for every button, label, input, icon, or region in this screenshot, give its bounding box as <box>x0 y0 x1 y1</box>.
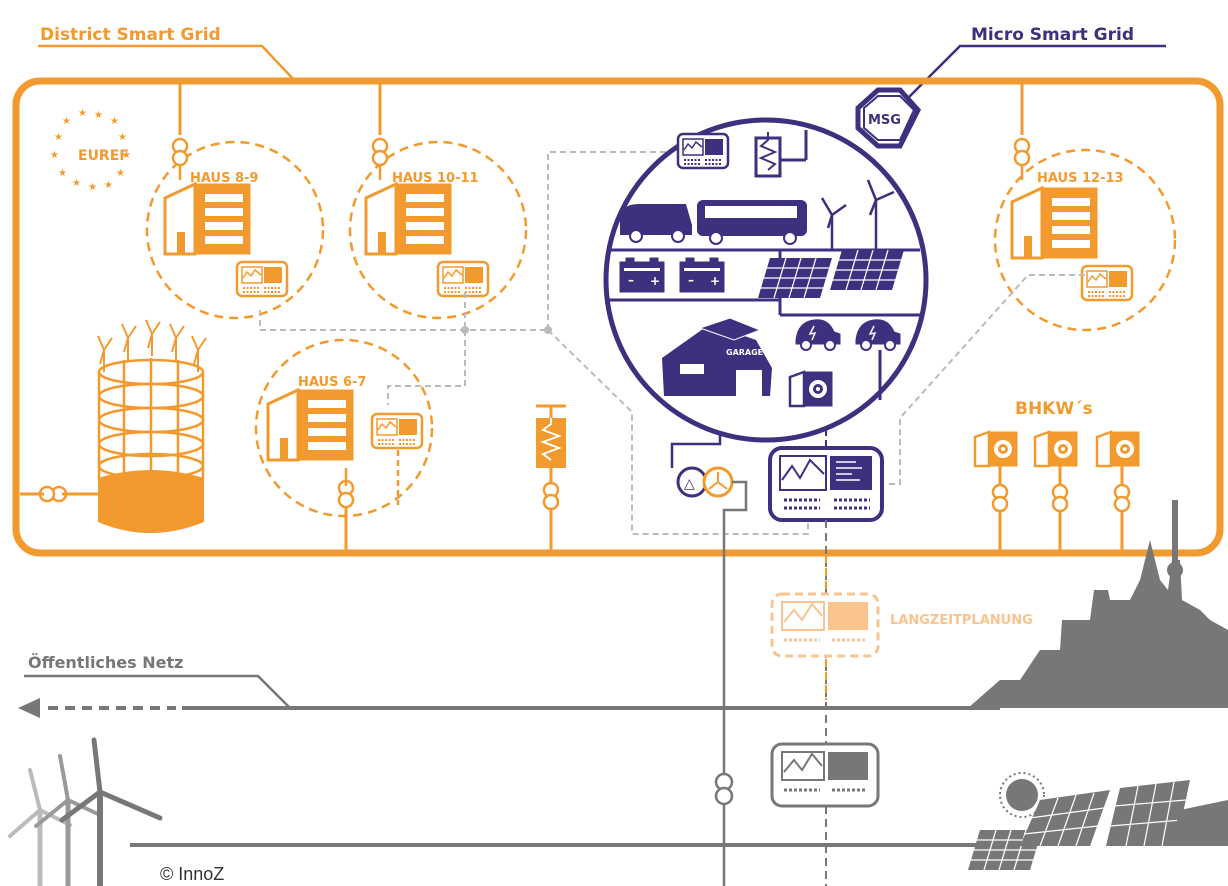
haus-10-11: HAUS 10-11 <box>348 84 528 320</box>
svg-text:District Smart Grid: District Smart Grid <box>40 25 221 45</box>
svg-text:HAUS 6-7: HAUS 6-7 <box>298 375 366 390</box>
svg-text:★: ★ <box>94 110 103 121</box>
solar-field-icon <box>967 780 1228 871</box>
haus-8-9-monitor-icon <box>235 260 289 298</box>
msg-wind-icon <box>820 179 895 250</box>
svg-text:Öffentliches Netz: Öffentliches Netz <box>28 653 183 672</box>
bus-icon <box>697 200 807 245</box>
svg-text:★: ★ <box>72 178 81 189</box>
msg-monitor-icon <box>676 132 730 170</box>
communication-lines <box>259 151 1085 535</box>
svg-text:LANGZEITPLANUNG: LANGZEITPLANUNG <box>890 613 1033 628</box>
battery-icon <box>679 257 725 293</box>
svg-text:△: △ <box>684 476 695 492</box>
svg-text:★: ★ <box>118 132 127 143</box>
svg-text:★: ★ <box>50 150 59 161</box>
gas-storage-icon <box>20 319 207 533</box>
sun-icon <box>999 772 1045 818</box>
svg-text:HAUS 12-13: HAUS 12-13 <box>1037 171 1124 186</box>
copyright: © InnoZ <box>160 864 224 884</box>
svg-text:★: ★ <box>88 182 97 193</box>
svg-text:★: ★ <box>116 168 125 179</box>
main-control-monitor-icon <box>768 446 884 522</box>
haus-6-7-monitor-icon <box>370 412 424 450</box>
garage-icon: GARAGE <box>662 317 772 396</box>
svg-text:★: ★ <box>78 108 87 119</box>
svg-text:EUREF: EUREF <box>78 148 129 164</box>
svg-text:★: ★ <box>58 168 67 179</box>
district-grid-frame <box>12 77 1224 557</box>
svg-text:Micro Smart Grid: Micro Smart Grid <box>971 25 1134 45</box>
micro-smart-grid-title: Micro Smart Grid <box>905 25 1166 101</box>
district-smart-grid-title: District Smart Grid <box>38 25 297 83</box>
micro-smart-grid-circle: GARAGE <box>603 117 929 443</box>
msg-solar-icon <box>829 249 905 291</box>
van-icon <box>620 204 692 243</box>
haus-12-13-monitor-icon <box>1080 264 1134 302</box>
svg-text:★: ★ <box>54 132 63 143</box>
svg-text:GARAGE: GARAGE <box>726 348 763 357</box>
public-network: Öffentliches Netz <box>18 653 1000 847</box>
lower-monitor-icon <box>770 742 880 808</box>
svg-text:BHKW´s: BHKW´s <box>1015 399 1093 419</box>
svg-text:HAUS 8-9: HAUS 8-9 <box>190 171 258 186</box>
city-skyline <box>968 500 1228 708</box>
langzeitplanung: LANGZEITPLANUNG <box>770 592 1033 658</box>
msg-bhkw-icon <box>788 370 834 408</box>
bhkw-group: BHKW´s <box>973 399 1141 551</box>
arrow-left-icon <box>18 698 40 718</box>
haus-6-7: HAUS 6-7 <box>254 338 434 551</box>
svg-text:★: ★ <box>110 116 119 127</box>
haus-10-11-monitor-icon <box>436 260 490 298</box>
wind-turbines-icon <box>8 737 163 886</box>
msg-solar-icon <box>757 257 833 299</box>
heat-storage-icon <box>536 404 566 551</box>
svg-text:MSG: MSG <box>868 113 901 128</box>
msg-hexagon: MSG <box>855 87 921 149</box>
haus-8-9: HAUS 8-9 <box>145 84 325 320</box>
svg-text:★: ★ <box>122 150 131 161</box>
converter-icon: △ <box>670 432 748 886</box>
svg-text:★: ★ <box>62 116 71 127</box>
euref-logo: ★★★ ★★★ ★★★ ★★★ ★ EUREF <box>50 108 131 193</box>
haus-12-13: HAUS 12-13 <box>993 84 1177 332</box>
svg-text:★: ★ <box>104 180 113 191</box>
msg-heater-icon <box>754 132 782 178</box>
battery-icon <box>619 257 665 293</box>
lower-trafo <box>714 772 734 806</box>
svg-text:HAUS 10-11: HAUS 10-11 <box>392 171 479 186</box>
